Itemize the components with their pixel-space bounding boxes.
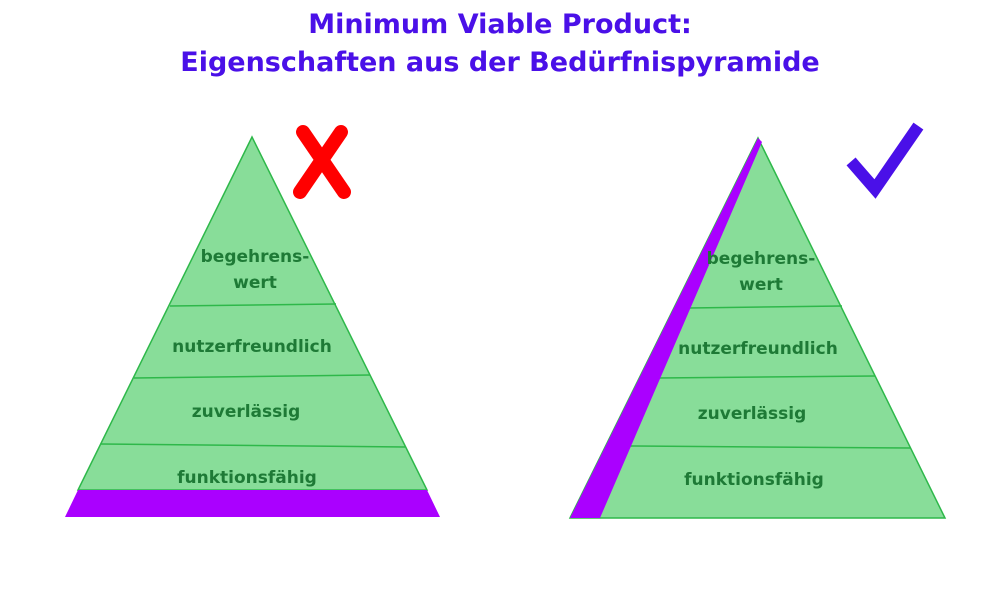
left-level-label-desirable: begehrens-	[201, 247, 310, 267]
left-level-label-functional: funktionsfähig	[177, 468, 317, 488]
cross-icon	[293, 125, 351, 199]
right-level-divider	[688, 305, 843, 309]
checkmark-icon	[846, 122, 924, 199]
right-level-divider	[657, 375, 876, 379]
right-pyramid-body	[568, 136, 947, 519]
right-level-divider	[629, 445, 912, 449]
right-pyramid: begehrens- wert nutzerfreundlich zuverlä…	[568, 122, 947, 519]
left-pyramid-body	[76, 135, 429, 491]
right-level-label-functional: funktionsfähig	[684, 470, 824, 490]
left-pyramid: begehrens- wert nutzerfreundlich zuverlä…	[65, 125, 440, 517]
left-level-label-usable: nutzerfreundlich	[172, 337, 332, 357]
left-level-divider	[100, 443, 406, 448]
right-level-label-reliable: zuverlässig	[698, 404, 807, 424]
title-line-1: Minimum Viable Product:	[308, 9, 692, 40]
left-level-label-reliable: zuverlässig	[192, 402, 301, 422]
left-level-label-desirable-2: wert	[233, 273, 277, 293]
right-level-label-desirable: begehrens-	[707, 249, 816, 269]
right-level-label-usable: nutzerfreundlich	[678, 339, 838, 359]
left-base-highlight	[65, 490, 440, 517]
diagram-title: Minimum Viable Product: Eigenschaften au…	[0, 6, 1000, 82]
left-level-divider	[133, 374, 371, 379]
left-level-divider	[169, 303, 337, 307]
right-level-label-desirable-2: wert	[739, 275, 783, 295]
right-slice-highlight	[570, 138, 762, 518]
title-line-2: Eigenschaften aus der Bedürfnispyramide	[180, 47, 820, 78]
